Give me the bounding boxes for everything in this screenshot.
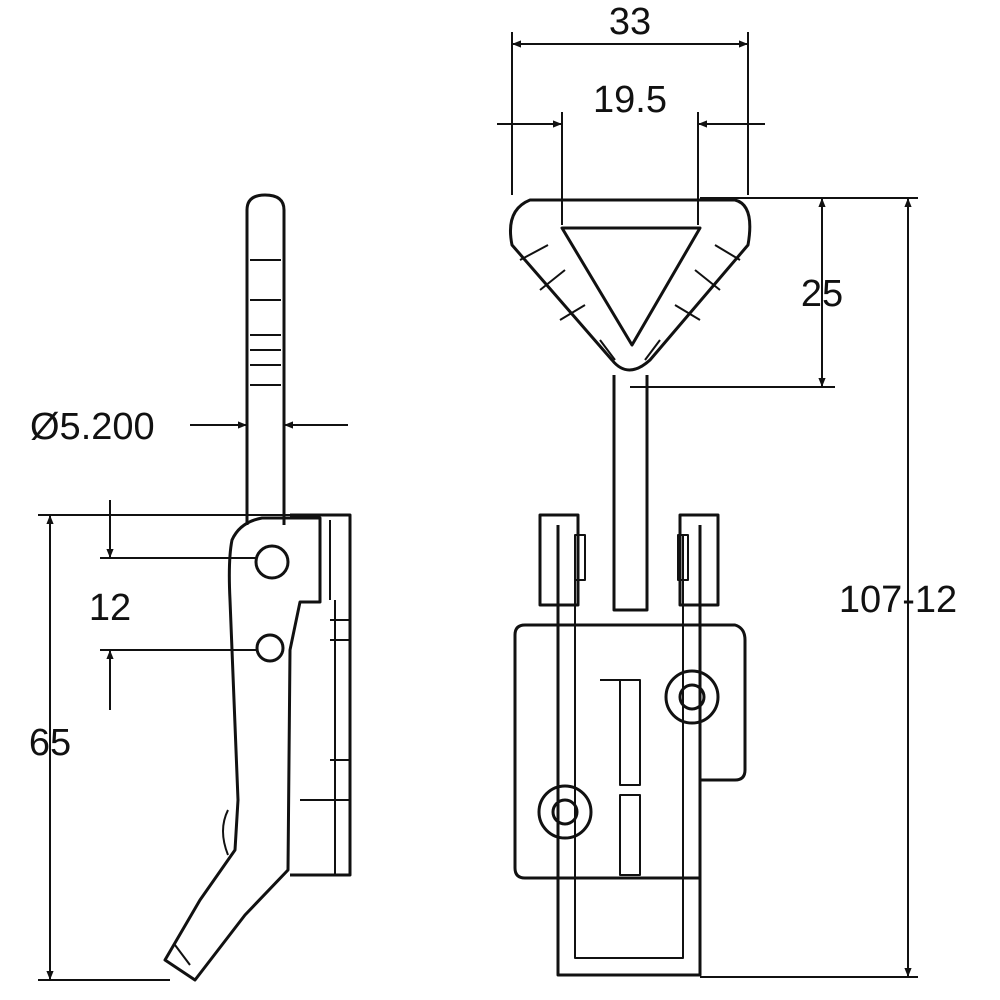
front-rod [612,375,649,612]
dim-handle-height: 25 [801,273,843,315]
triangle-handle [509,198,752,372]
side-lever [163,516,322,982]
front-view [509,198,752,977]
side-view [163,193,352,982]
side-rod [245,193,286,525]
front-upper-housing [538,513,720,607]
dim-side-height: 65 [29,722,71,764]
front-latch-loop [556,525,702,977]
side-base-plate [290,513,352,877]
dim-top-width: 33 [609,1,651,43]
lower-pivot-hole [255,633,285,663]
dimension-lines [38,32,918,981]
dim-rod-diameter: Ø5.200 [30,406,155,448]
front-base-plate [513,623,747,880]
dim-handle-inner-width: 19.5 [593,79,667,121]
dim-overall-length: 107-12 [839,579,957,621]
upper-pivot-hole [254,544,290,580]
dim-pivot-spacing: 12 [89,587,131,629]
